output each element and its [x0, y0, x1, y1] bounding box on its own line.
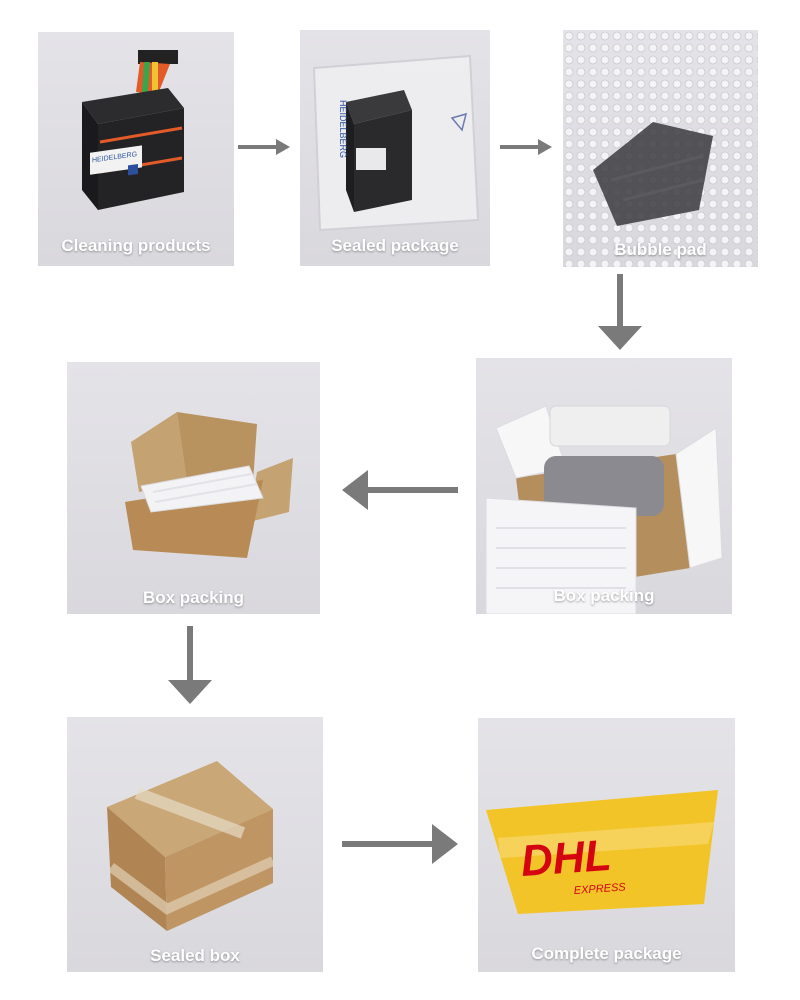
step-card-box-packing-foam: Box packing [476, 358, 732, 614]
arrow-down-icon [598, 274, 642, 350]
arrow-right-icon [342, 824, 458, 864]
cartridge-product-photo: HEIDELBERG [82, 50, 184, 210]
arrow-right-icon [238, 139, 290, 155]
step-card-bubble-pad: Bubble pad [563, 30, 758, 267]
step-label: Box packing [142, 588, 245, 607]
arrow-left-icon [342, 470, 458, 510]
step-label: Sealed box [150, 946, 240, 965]
courier-brand-logo: DHL [519, 831, 613, 886]
courier-bag-photo: DHL EXPRESS [486, 790, 718, 914]
foam-lined-box-photo [485, 405, 723, 614]
bubble-wrap-photo [563, 30, 758, 267]
step-card-sealed-package: HEIDELBERG Sealed package [300, 30, 490, 266]
step-label: Complete package [531, 944, 682, 963]
open-carton-photo [125, 412, 293, 558]
step-label: Sealed package [331, 236, 459, 255]
arrow-right-icon [500, 139, 552, 155]
courier-brand-sub: EXPRESS [573, 881, 626, 897]
step-card-cleaning-products: HEIDELBERG Cleaning products [38, 32, 234, 266]
step-label: Bubble pad [614, 240, 707, 259]
step-card-box-packing-open: Box packing [67, 362, 320, 614]
step-label: Cleaning products [61, 236, 211, 255]
arrow-down-icon [168, 626, 212, 704]
step-card-complete-package: DHL EXPRESS Complete package [478, 718, 735, 972]
step-label: Box packing [553, 586, 655, 605]
taped-carton-photo [107, 761, 276, 931]
sealed-brand-label: HEIDELBERG [338, 100, 348, 158]
step-card-sealed-box: Sealed box [67, 717, 323, 972]
vacuum-sealed-bag-photo: HEIDELBERG [312, 54, 480, 232]
